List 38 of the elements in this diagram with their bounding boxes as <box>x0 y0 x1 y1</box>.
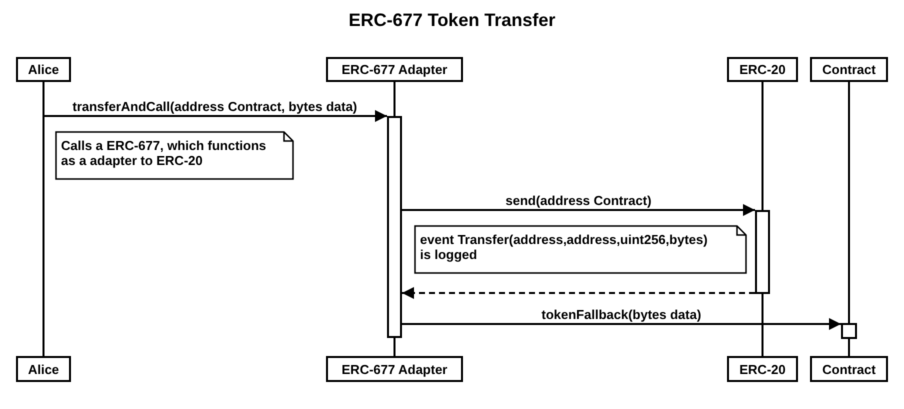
participant-name: ERC-677 Adapter <box>342 62 448 77</box>
message-arrow <box>43 110 387 122</box>
lifeline <box>42 82 44 356</box>
participant-name: ERC-677 Adapter <box>342 362 448 376</box>
note-text: event Transfer(address,address,uint256,bytes) is logged <box>419 231 709 262</box>
participant-name: ERC-20 <box>739 362 786 376</box>
participant-name: Alice <box>28 62 60 77</box>
note-box <box>414 225 747 274</box>
participant-box <box>16 356 71 382</box>
lifeline <box>848 339 850 356</box>
participant-name: ERC-20 <box>739 62 786 77</box>
participant-name: Contract <box>822 362 876 376</box>
message-arrow <box>402 318 841 330</box>
participant-box <box>326 57 463 82</box>
activation-bar <box>387 116 402 338</box>
participant-name: Alice <box>28 362 60 376</box>
message-label: tokenFallback(bytes data) <box>540 307 704 322</box>
lifeline <box>394 82 396 116</box>
note-text: Calls a ERC-677, which functions as a adapter to ERC-20 <box>60 137 268 168</box>
message-label: transferAndCall(address Contract, bytes data) <box>70 99 360 114</box>
participant-box <box>727 57 798 82</box>
participant-box <box>810 356 888 382</box>
message-label: send(address Contract) <box>504 193 654 208</box>
lifeline <box>762 294 764 356</box>
activation-bar <box>755 210 770 294</box>
activation-bar <box>841 323 857 339</box>
participant-box <box>16 57 71 82</box>
participant-box <box>326 356 463 382</box>
message-arrow <box>402 287 755 299</box>
lifeline <box>394 338 396 356</box>
lifeline <box>848 82 850 323</box>
participant-box <box>727 356 798 382</box>
note-box <box>55 131 294 180</box>
message-arrow <box>402 204 755 216</box>
lifeline <box>762 82 764 210</box>
diagram-title: ERC-677 Token Transfer <box>348 10 556 31</box>
participant-name: Contract <box>822 62 876 77</box>
participant-box <box>810 57 888 82</box>
